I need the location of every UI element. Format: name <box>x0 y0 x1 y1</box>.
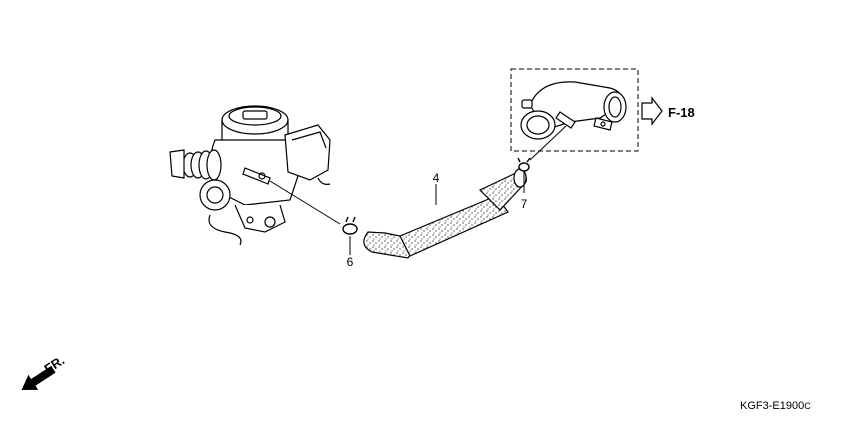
vacuum-hose <box>363 168 527 259</box>
diagram-code: KGF3-E1900C <box>740 400 811 412</box>
reference-box <box>510 68 639 152</box>
hose-clip-right <box>517 157 531 172</box>
diagram-code-main: KGF3-E1900 <box>740 400 804 412</box>
diagram-code-suffix: C <box>804 401 811 411</box>
front-arrow-icon <box>21 365 56 390</box>
bellows <box>182 149 222 181</box>
callout-4: 4 <box>433 171 440 185</box>
callout-7: 7 <box>521 197 528 211</box>
leader-line-carburetor <box>269 180 341 225</box>
reference-label[interactable]: F-18 <box>668 105 695 120</box>
intake-manifold <box>520 81 627 140</box>
leader-line-manifold <box>529 125 567 161</box>
callout-6: 6 <box>347 255 354 269</box>
reference-arrow-icon <box>641 96 663 126</box>
hose-clip-left <box>342 216 358 235</box>
carburetor-assembly <box>169 105 331 246</box>
